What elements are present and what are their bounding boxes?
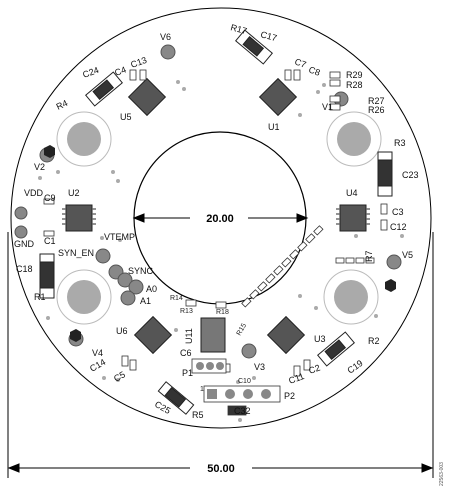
label-a0: A0 <box>146 284 157 294</box>
label-gnd: GND <box>14 239 35 249</box>
label-r28: R28 <box>346 80 363 90</box>
label-u2: U2 <box>68 188 80 198</box>
label-c12: C12 <box>390 222 407 232</box>
ic-pins <box>62 208 370 225</box>
label-c18: C18 <box>16 264 33 274</box>
ref-labels: R17 C17 V6 C24 C4 C13 C7 C8 R29 R28 R27 … <box>14 22 419 420</box>
label-c25: C25 <box>153 399 172 416</box>
label-v2: V2 <box>34 162 45 172</box>
label-u1: U1 <box>268 122 280 132</box>
label-syn-en: SYN_EN <box>58 248 94 258</box>
label-r2: R2 <box>368 336 380 346</box>
label-v3: V3 <box>254 362 265 372</box>
label-r27: R27 <box>368 96 385 106</box>
board-outline <box>10 7 432 429</box>
outer-dimension <box>7 232 434 478</box>
headers <box>191 358 281 403</box>
label-v1: V1 <box>322 102 333 112</box>
label-c7: C7 <box>293 56 307 69</box>
outer-dimension-text: 50.00 <box>207 463 235 475</box>
label-u11: U11 <box>184 328 194 344</box>
figure-code: 22563-003 <box>439 462 445 486</box>
label-c5: C5 <box>112 369 127 383</box>
test-points <box>14 44 402 359</box>
inner-dimension-text: 20.00 <box>206 213 234 225</box>
label-r14: R14 <box>170 295 183 302</box>
label-u4: U4 <box>346 188 358 198</box>
label-c1: C1 <box>44 236 56 246</box>
label-c14: C14 <box>88 357 107 374</box>
label-r26: R26 <box>368 105 385 115</box>
label-r4: R4 <box>55 98 70 112</box>
label-r17: R17 <box>229 22 248 36</box>
label-r29: R29 <box>346 70 363 80</box>
label-c32: C32 <box>234 406 251 416</box>
label-r13: R13 <box>180 308 193 315</box>
large-pads <box>56 111 382 325</box>
label-c23: C23 <box>402 170 419 180</box>
label-vtemp: VTEMP <box>104 232 135 242</box>
label-r18: R18 <box>216 309 229 316</box>
label-c2: C2 <box>307 363 321 376</box>
label-c24: C24 <box>81 65 100 80</box>
label-c9: C9 <box>44 193 56 203</box>
label-c13: C13 <box>129 55 148 70</box>
label-vdd: VDD <box>24 188 44 198</box>
label-sync: SYNC <box>128 266 154 276</box>
label-c3: C3 <box>392 207 404 217</box>
vias <box>38 80 404 422</box>
label-v5: V5 <box>402 250 413 260</box>
label-c17: C17 <box>259 29 278 43</box>
label-c6: C6 <box>180 348 192 358</box>
label-c10: C10 <box>238 378 251 385</box>
label-p1: P1 <box>182 368 193 378</box>
resistor-cluster <box>241 225 324 308</box>
label-u6: U6 <box>116 326 128 336</box>
label-v6: V6 <box>160 32 171 42</box>
label-a1: A1 <box>140 296 151 306</box>
label-u5: U5 <box>120 112 132 122</box>
label-c4: C4 <box>113 65 127 78</box>
large-components <box>39 29 393 415</box>
label-v4: V4 <box>92 348 103 358</box>
inner-dimension <box>132 213 309 223</box>
label-r7: R7 <box>364 250 374 262</box>
label-r1: R1 <box>34 292 46 302</box>
label-u3: U3 <box>314 334 326 344</box>
label-r3: R3 <box>394 138 406 148</box>
label-c11: C11 <box>287 371 305 386</box>
label-p2: P2 <box>284 391 295 401</box>
label-pin1: 1 <box>200 386 204 393</box>
label-r15: R15 <box>236 322 249 337</box>
black-pads <box>44 145 396 342</box>
label-c8: C8 <box>307 64 321 77</box>
label-c19: C19 <box>345 358 364 376</box>
label-r5: R5 <box>192 410 204 420</box>
ic-packages <box>65 77 367 355</box>
